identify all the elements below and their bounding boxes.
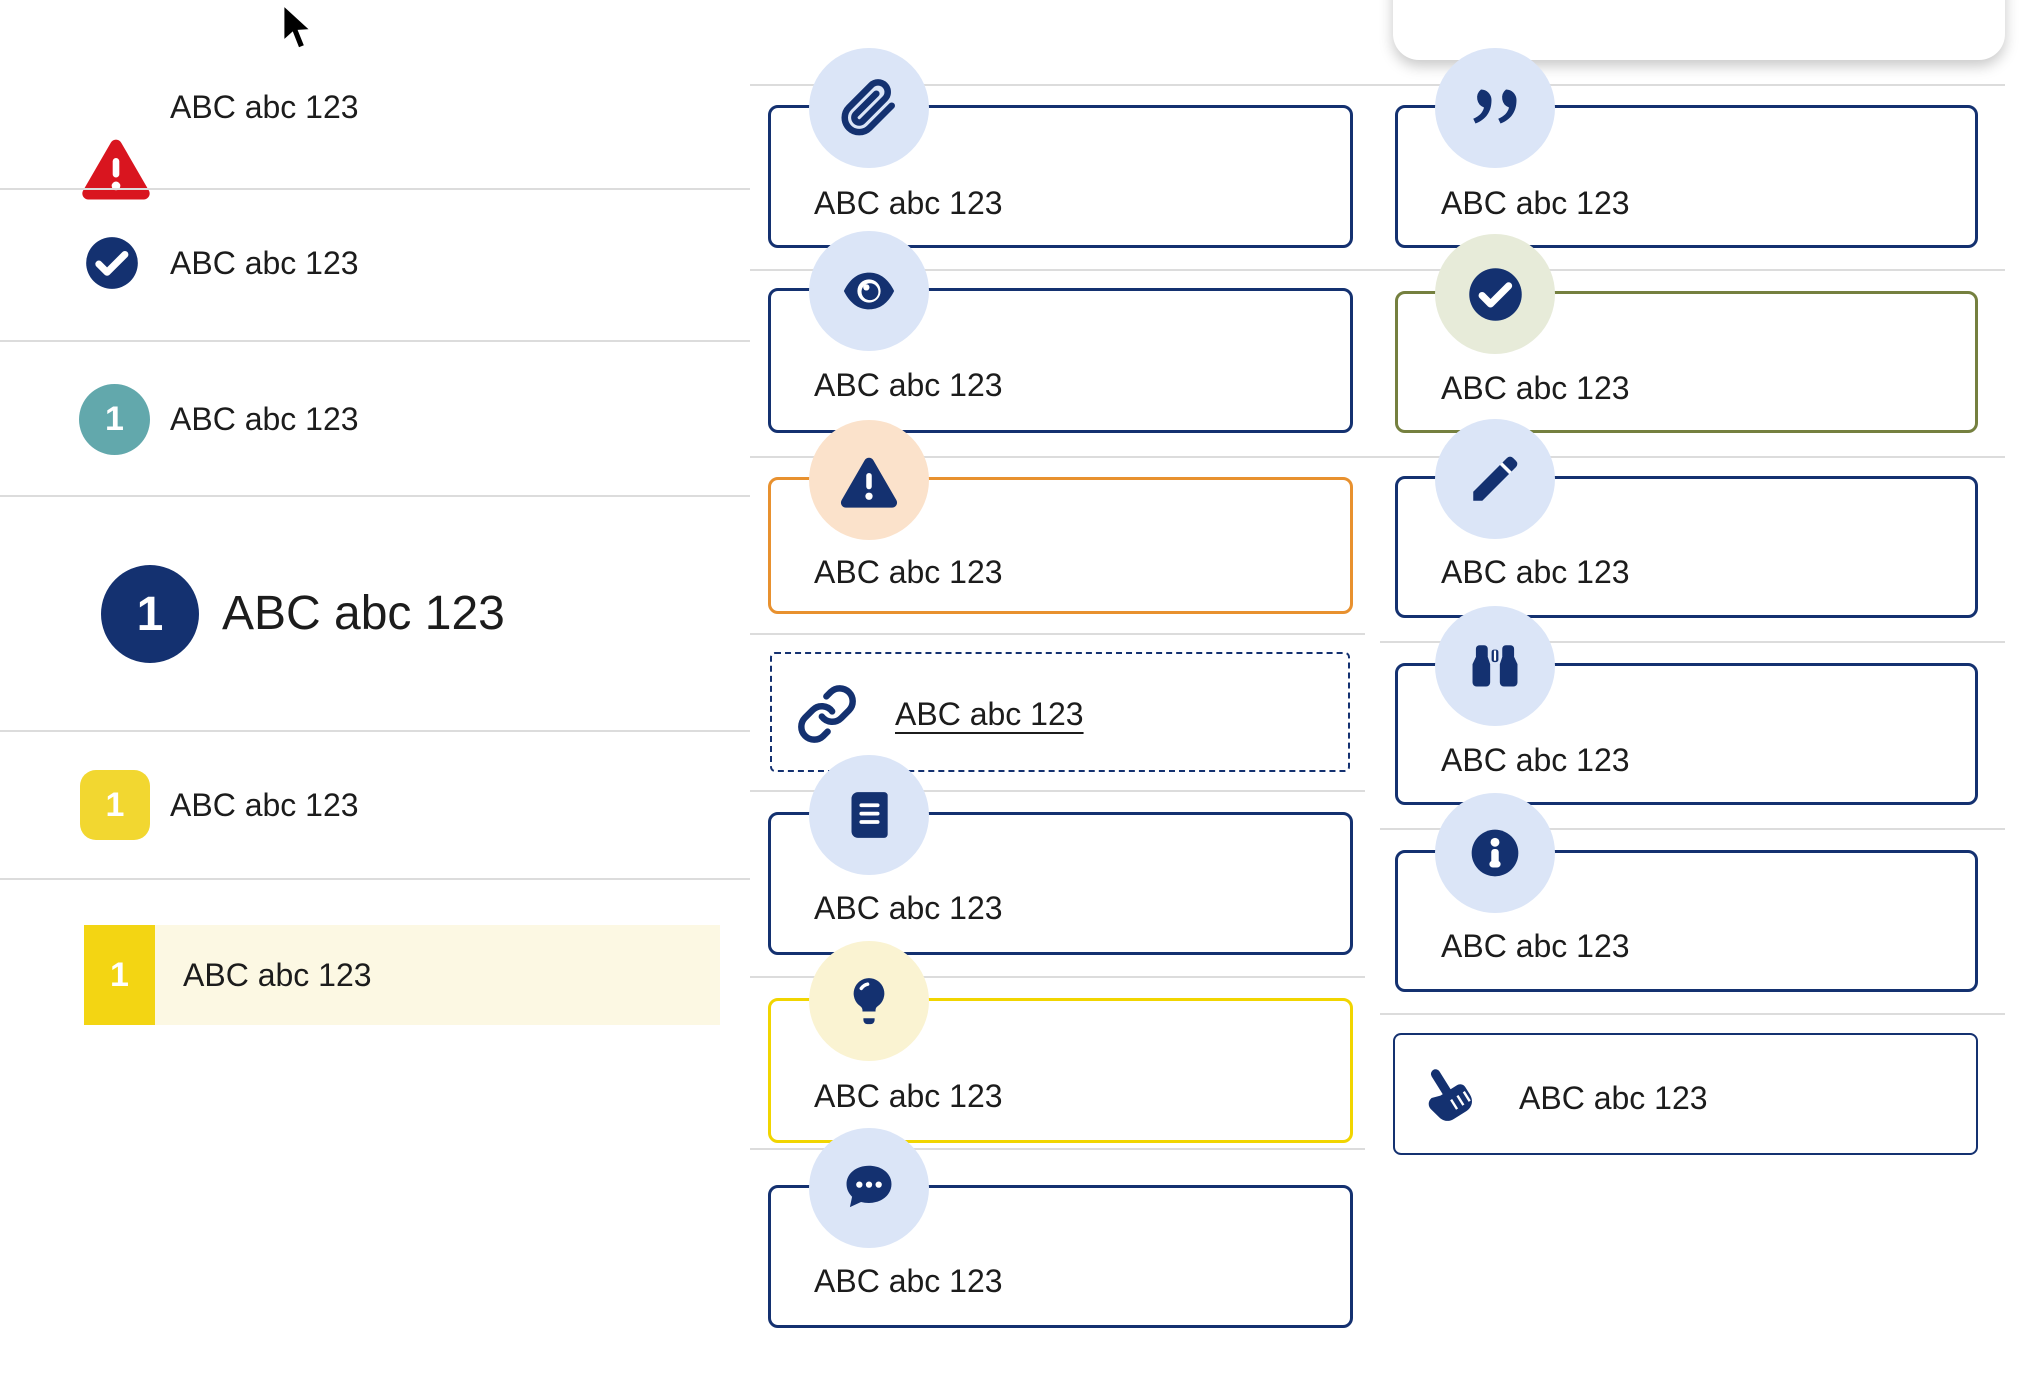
callout-box-quote: ABC abc 123: [1395, 48, 1978, 248]
callout-label: ABC abc 123: [814, 1078, 1003, 1114]
row-divider: [750, 84, 2005, 86]
callout-label: ABC abc 123: [1441, 554, 1630, 590]
callout-link-text[interactable]: ABC abc 123: [895, 696, 1084, 732]
list-item-label: ABC abc 123: [170, 787, 359, 823]
teal-number-badge: 1: [79, 384, 150, 455]
icon-circle: [809, 941, 929, 1061]
callout-label: ABC abc 123: [1441, 370, 1630, 406]
callout-box-edit: ABC abc 123: [1395, 419, 1978, 618]
row-divider: [0, 188, 750, 190]
row-divider: [1380, 1013, 2005, 1015]
row-divider: [750, 456, 2005, 458]
callout-box-action: ABC abc 123: [1393, 1033, 1978, 1155]
quote-icon: [1473, 89, 1517, 124]
callout-label: ABC abc 123: [814, 185, 1003, 221]
info-icon: [1471, 829, 1519, 877]
callout-box-success: ABC abc 123: [1395, 234, 1978, 433]
callout-label: ABC abc 123: [814, 890, 1003, 926]
pencil-icon: [1471, 455, 1519, 503]
callout-box-attachment: ABC abc 123: [768, 48, 1353, 248]
large-navy-number-badge: 1: [101, 565, 199, 663]
row-divider: [0, 730, 750, 732]
row-divider: [750, 269, 2005, 271]
eye-icon: [843, 272, 895, 310]
binoculars-icon: [1472, 645, 1518, 687]
list-item-warning[interactable]: ABC abc 123: [0, 60, 750, 200]
callout-box-link[interactable]: ABC abc 123: [770, 652, 1350, 772]
hand-pointer-icon: [1415, 1062, 1478, 1126]
paperclip-icon: [840, 79, 898, 137]
check-circle-icon: [1464, 263, 1527, 326]
list-item-teal-number[interactable]: 1 ABC abc 123: [0, 376, 750, 472]
yellow-number-badge: 1: [80, 770, 150, 840]
book-icon: [851, 792, 888, 838]
callout-box-search: ABC abc 123: [1395, 606, 1978, 805]
callout-label: ABC abc 123: [814, 554, 1003, 590]
callout-box-tip: ABC abc 123: [768, 941, 1353, 1143]
row-divider: [0, 495, 750, 497]
icon-circle: [809, 1128, 929, 1248]
callout-label: ABC abc 123: [1519, 1080, 1708, 1116]
icon-circle: [809, 48, 929, 168]
lightbulb-icon: [851, 976, 887, 1026]
yellow-number-badge: 1: [84, 925, 155, 1025]
list-item-highlighted[interactable]: 1 ABC abc 123: [0, 925, 750, 1025]
icon-circle: [1435, 48, 1555, 168]
list-item-label: ABC abc 123: [183, 957, 372, 993]
list-item-label: ABC abc 123: [222, 587, 505, 640]
check-circle-icon: [81, 232, 143, 294]
callout-box-comment: ABC abc 123: [768, 1128, 1353, 1328]
callout-box-info: ABC abc 123: [1395, 793, 1978, 992]
row-divider: [1380, 828, 2005, 830]
icon-circle: [1435, 234, 1555, 354]
callout-label: ABC abc 123: [1441, 742, 1630, 778]
warning-triangle-icon: [82, 139, 150, 200]
row-divider: [750, 976, 1365, 978]
row-divider: [1380, 641, 2005, 643]
list-item-yellow-number[interactable]: 1 ABC abc 123: [0, 762, 750, 858]
icon-circle: [809, 231, 929, 351]
row-divider: [750, 1148, 1365, 1150]
chat-icon: [846, 1165, 892, 1208]
icon-circle: [809, 755, 929, 875]
row-divider: [0, 878, 750, 880]
row-divider: [750, 790, 1365, 792]
list-item-label: ABC abc 123: [170, 245, 359, 281]
callout-label: ABC abc 123: [1441, 185, 1630, 221]
callout-label: ABC abc 123: [814, 1263, 1003, 1299]
icon-circle: [1435, 606, 1555, 726]
link-icon: [796, 683, 858, 745]
callout-box-reference: ABC abc 123: [768, 755, 1353, 955]
list-item-label: ABC abc 123: [170, 401, 359, 437]
list-item-check[interactable]: ABC abc 123: [0, 220, 750, 316]
row-divider: [0, 340, 750, 342]
callout-label: ABC abc 123: [814, 367, 1003, 403]
list-item-label: ABC abc 123: [170, 89, 359, 125]
list-item-big-number[interactable]: 1 ABC abc 123: [0, 565, 750, 665]
row-divider: [750, 633, 1365, 635]
callout-box-warning: ABC abc 123: [768, 420, 1353, 614]
warning-triangle-icon: [840, 457, 898, 508]
icon-circle: [1435, 793, 1555, 913]
callout-label: ABC abc 123: [1441, 928, 1630, 964]
highlight-band: [84, 925, 720, 1025]
mouse-cursor: [281, 2, 315, 51]
icon-circle: [809, 420, 929, 540]
icon-circle: [1435, 419, 1555, 539]
callout-box-visibility: ABC abc 123: [768, 231, 1353, 433]
